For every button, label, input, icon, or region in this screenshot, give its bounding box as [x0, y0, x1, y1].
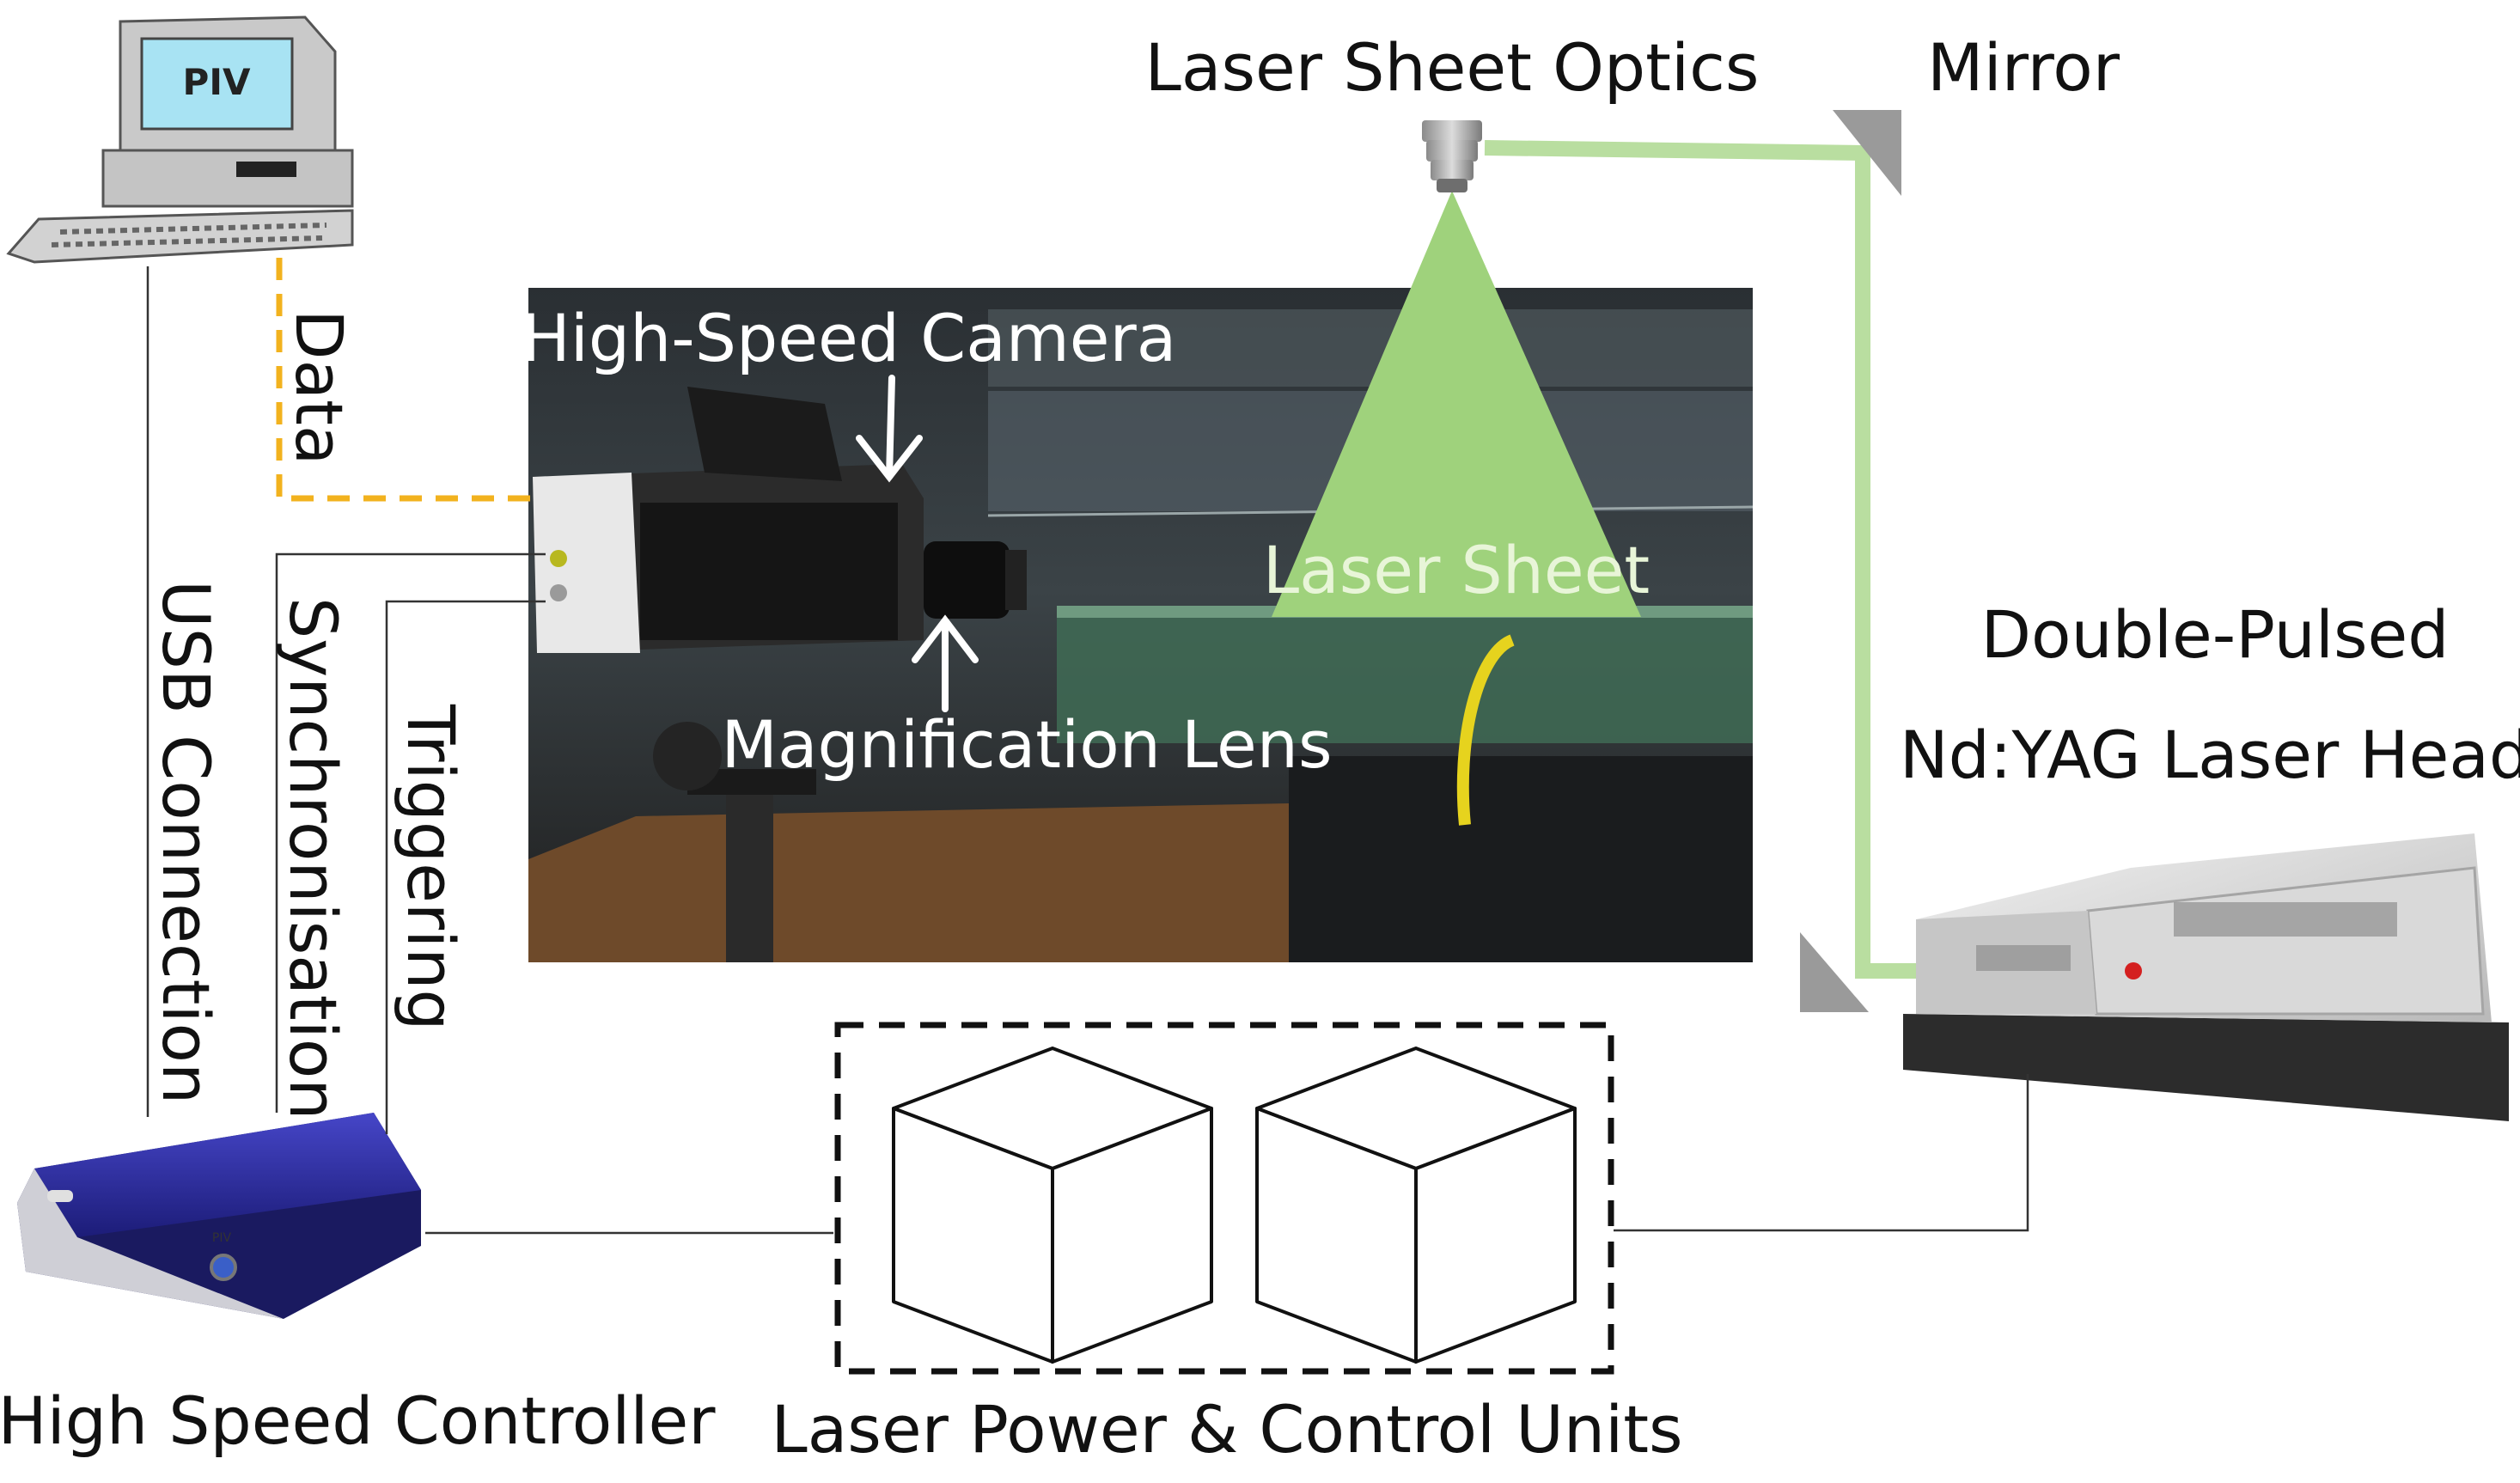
computer-screen-text: PIV: [183, 61, 251, 103]
controller-icon: PIV: [17, 1113, 421, 1319]
camera-photo: [533, 387, 1027, 653]
synchronisation-line: [275, 552, 546, 1113]
connections: [146, 258, 2029, 1235]
usb-connection-label: USB Connection: [148, 580, 224, 1104]
laser-power-control-units: [834, 1022, 1614, 1375]
laser-head-icon: [1903, 833, 2509, 1121]
magnification-lens-label: Magnification Lens: [721, 706, 1332, 783]
laser-sheet-label: Laser Sheet: [1263, 532, 1650, 608]
power-unit-cube: [892, 1047, 1213, 1364]
data-connection-line: [276, 258, 537, 502]
triggering-line: [385, 600, 546, 1134]
control-unit-cube: [1255, 1047, 1577, 1364]
laser-units-to-head-line: [1614, 1074, 2029, 1232]
high-speed-controller-label: High Speed Controller: [0, 1382, 716, 1459]
bottom-mirror-icon: [1800, 932, 1869, 1012]
double-pulsed-label: Double-Pulsed: [1980, 596, 2449, 673]
laser-sheet-optics-label: Laser Sheet Optics: [1145, 29, 1760, 106]
mirror-label: Mirror: [1927, 29, 2120, 106]
triggering-label: Triggering: [393, 704, 469, 1031]
laser-sheet-optics-icon: [1422, 120, 1482, 192]
high-speed-camera-label: High-Speed Camera: [522, 300, 1177, 376]
lens-arrow-icon: [912, 614, 979, 712]
laser-sheet-triangle: [1272, 191, 1641, 617]
nd-yag-label: Nd:YAG Laser Head: [1900, 717, 2520, 793]
camera-arrow-icon: [856, 375, 923, 483]
laser-units-dashed-box: [834, 1022, 1614, 1375]
top-mirror-icon: [1833, 110, 1901, 196]
synchronisation-label: Synchronisation: [275, 597, 351, 1120]
laser-power-control-label: Laser Power & Control Units: [771, 1391, 1682, 1468]
experiment-photo: [528, 288, 1754, 962]
computer-icon: PIV: [6, 15, 354, 264]
data-label: Data: [281, 309, 357, 465]
controller-brand-text: PIV: [212, 1231, 232, 1245]
